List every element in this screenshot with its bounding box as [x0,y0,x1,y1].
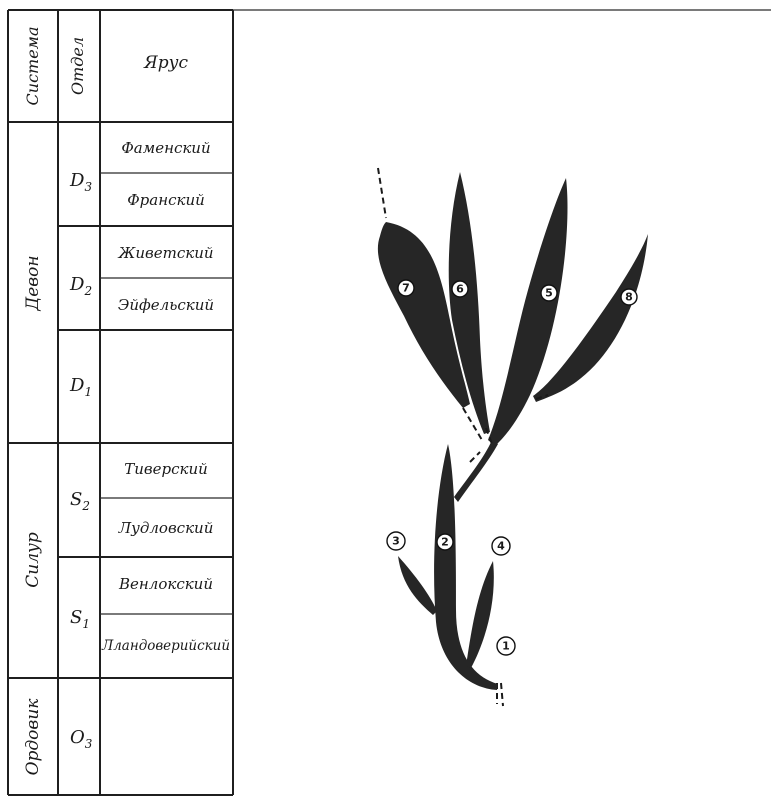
marker-3: 3 [387,532,405,550]
branch-3-shape [398,556,437,615]
stage-llandovery: Лландоверийский [101,638,230,654]
branch-5-join-dash [470,452,480,462]
division-d2: D2 [69,274,92,298]
svg-text:1: 1 [502,640,510,653]
division-s1: S1 [70,607,90,631]
branch-7-top-dash [378,168,386,218]
svg-text:3: 3 [392,535,400,548]
system-silurian: Силур [23,532,43,588]
marker-7: 7 [398,280,414,296]
header-stage: Ярус [143,53,188,73]
stage-eifelian: Эйфельский [118,296,214,314]
phylogenetic-tree: 7 6 5 8 2 3 4 1 [378,168,648,706]
branch-5-shape [488,178,568,446]
marker-6: 6 [452,281,468,297]
stratigraphic-table: Система Отдел Ярус Девон Силур Ордовик D… [8,10,771,795]
stage-famennian: Фаменский [121,139,210,157]
marker-4: 4 [492,537,510,555]
stage-frasnian: Франский [127,191,205,209]
division-d1: D1 [69,375,92,399]
stage-wenlock: Венлокский [118,575,213,593]
svg-text:7: 7 [402,282,410,295]
upper-stem-shape [454,440,498,502]
stage-tivertsian: Тиверский [124,460,208,478]
branch-4-shape [466,561,494,668]
marker-5: 5 [541,285,557,301]
division-o3: O3 [70,727,93,751]
division-d3: D3 [69,170,92,194]
root-dashed-line [501,683,503,706]
header-division: Отдел [68,37,87,95]
svg-text:6: 6 [456,283,464,296]
svg-text:4: 4 [497,540,505,553]
header-system: Система [23,27,42,106]
marker-8: 8 [621,289,637,305]
svg-text:8: 8 [625,291,633,304]
svg-text:5: 5 [545,287,553,300]
system-devonian: Девон [23,255,43,311]
marker-1: 1 [497,637,515,655]
svg-text:2: 2 [441,536,449,549]
system-ordovician: Ордовик [23,698,43,776]
division-s2: S2 [70,489,90,513]
stage-ludlow: Лудловский [118,519,214,537]
stage-givetian: Живетский [117,244,213,262]
marker-2: 2 [437,534,453,550]
